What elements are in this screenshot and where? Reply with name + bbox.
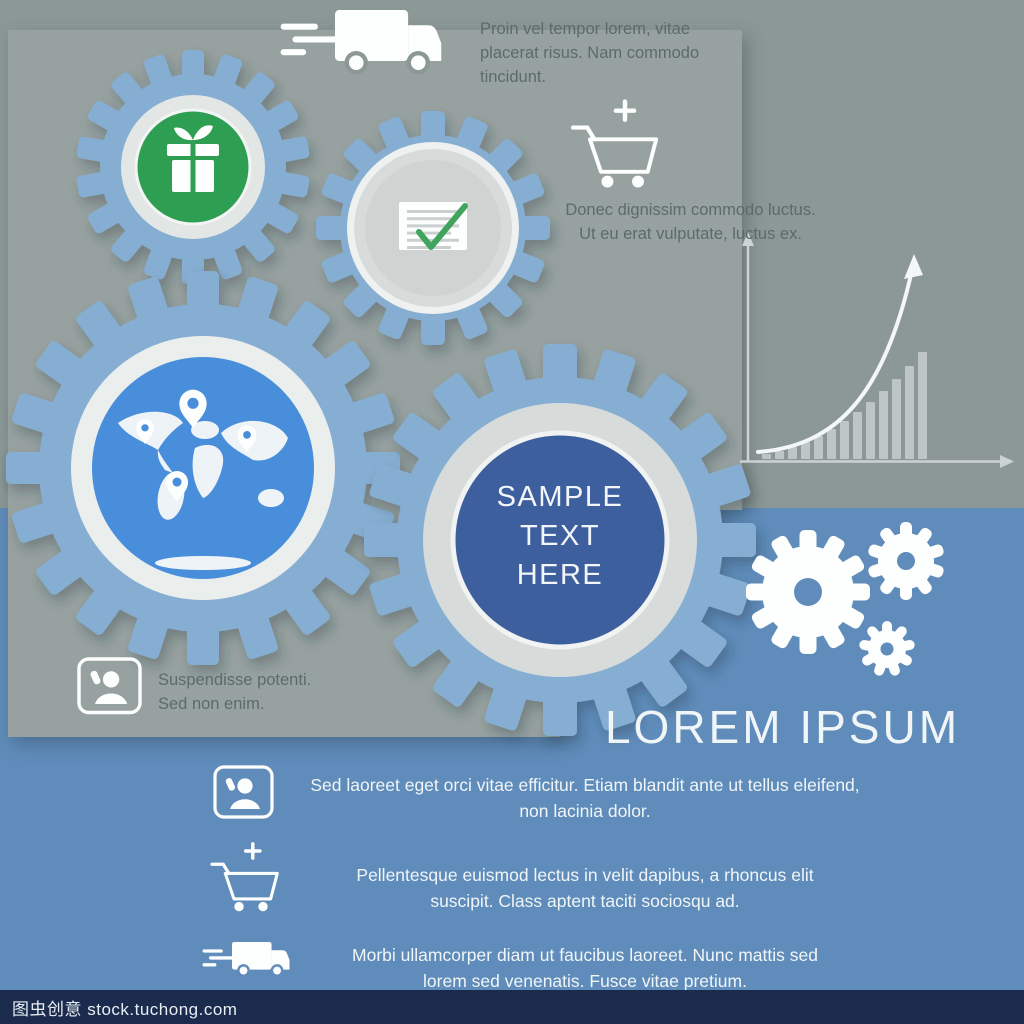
truck-caption: Proin vel tempor lorem, vitae placerat r… xyxy=(480,20,700,86)
bottom-caption-cart: Pellentesque euismod lectus in velit dap… xyxy=(356,865,814,912)
gears-panel xyxy=(8,30,742,737)
watermark-text: 图虫创意 stock.tuchong.com xyxy=(12,999,238,1019)
watermark-bar: 图虫创意 stock.tuchong.com xyxy=(0,990,1024,1024)
bottom-caption-truck: Morbi ullamcorper diam ut faucibus laore… xyxy=(352,945,818,992)
panel-note: Suspendisse potenti. Sed non enim. xyxy=(158,671,312,713)
headline: LOREM IPSUM xyxy=(604,701,961,753)
bottom-caption-contact: Sed laoreet eget orci vitae efficitur. E… xyxy=(310,775,860,822)
gears-panel-wrap xyxy=(8,30,742,737)
cart-caption: Donec dignissim commodo luctus. Ut eu er… xyxy=(565,201,816,243)
sample-text: SAMPLE TEXT HERE xyxy=(496,481,624,592)
